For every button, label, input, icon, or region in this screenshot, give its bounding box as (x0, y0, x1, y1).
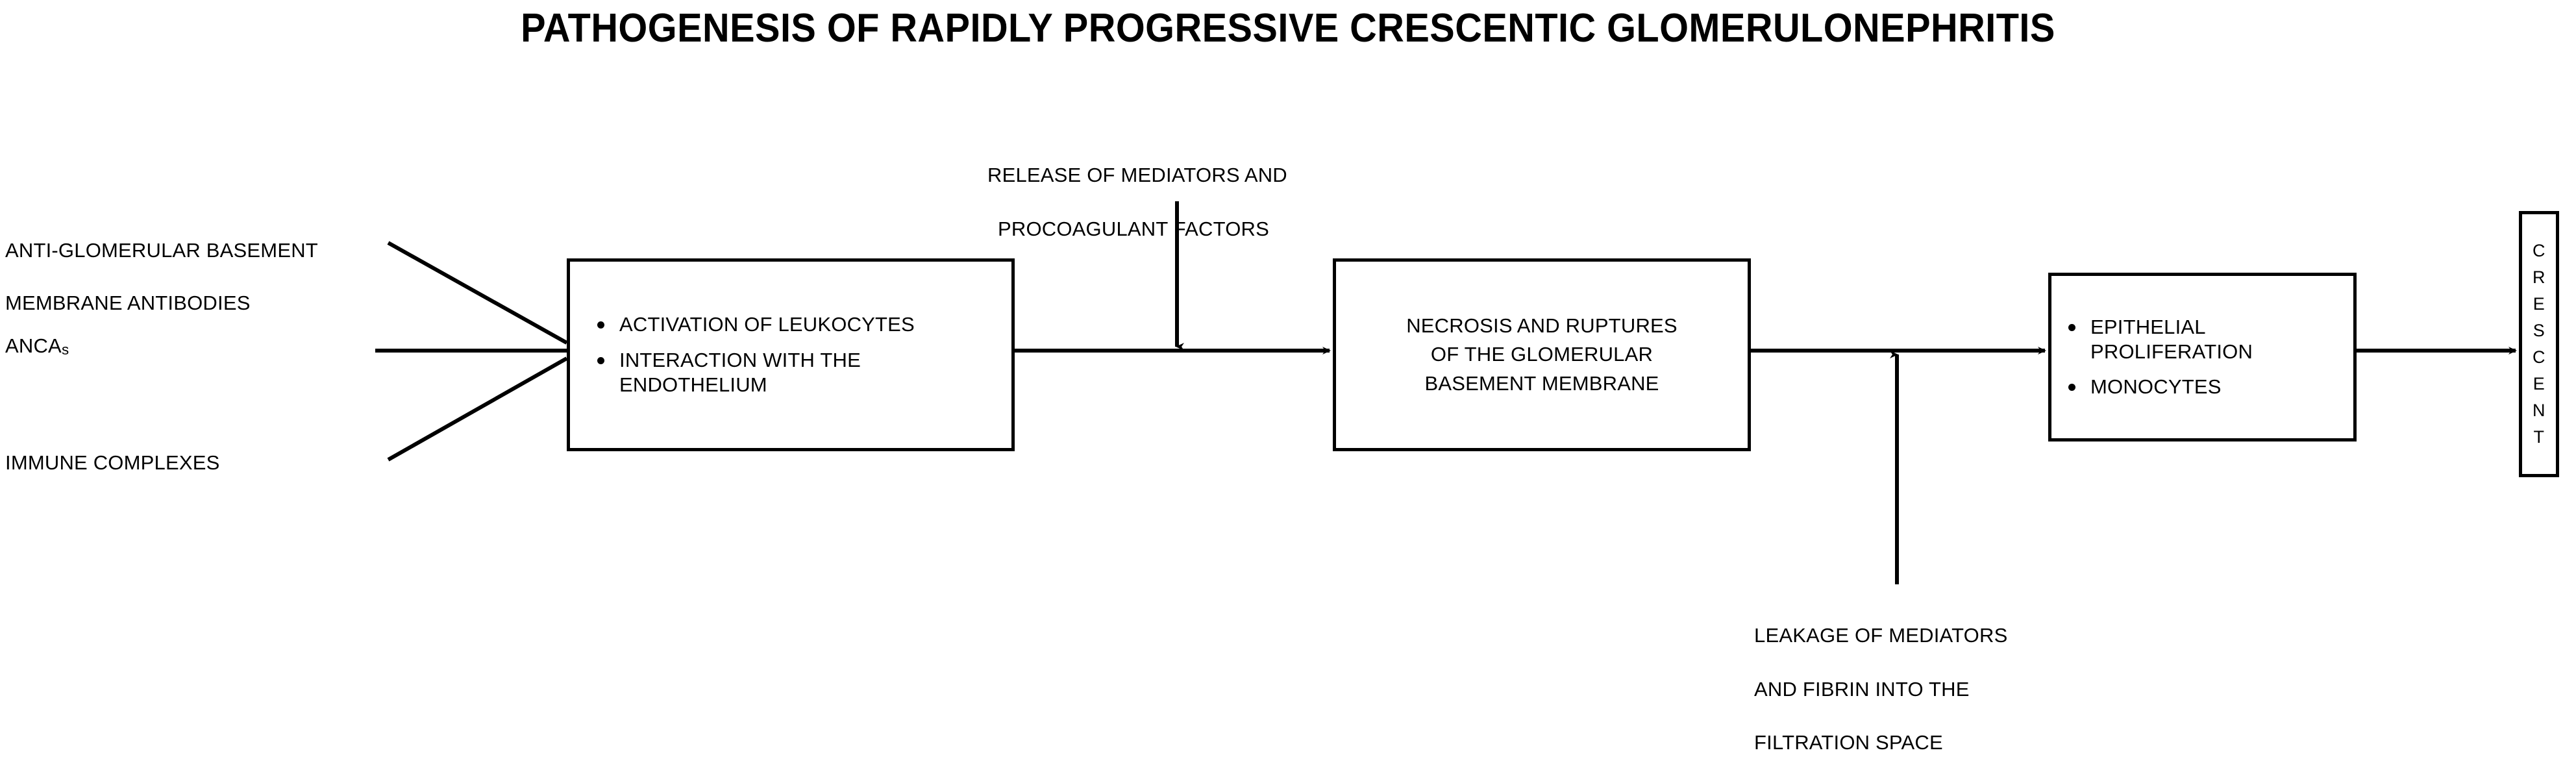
page-title: PATHOGENESIS OF RAPIDLY PROGRESSIVE CRES… (521, 6, 2055, 51)
connector-layer (375, 201, 2517, 584)
stage-necrosis-text: NECROSIS AND RUPTURES OF THE GLOMERULAR … (1406, 314, 1678, 395)
crescent-letter: T (2533, 427, 2545, 447)
stage-necrosis-box[interactable]: NECROSIS AND RUPTURES OF THE GLOMERULAR … (1333, 258, 1751, 451)
crescent-outcome-box[interactable]: C R E S C E N T (2519, 211, 2559, 477)
stage-activation-list: ACTIVATION OF LEUKOCYTES INTERACTION WIT… (570, 301, 1011, 408)
label-immune-complexes: IMMUNE COMPLEXES (5, 451, 220, 474)
annotation-leakage-of-mediators: LEAKAGE OF MEDIATORS AND FIBRIN INTO THE… (1754, 624, 2008, 754)
diagram-canvas: PATHOGENESIS OF RAPIDLY PROGRESSIVE CRES… (5, 6, 2559, 754)
crescent-letter: S (2533, 320, 2545, 340)
label-anti-gbm-antibodies: ANTI-GLOMERULAR BASEMENT MEMBRANE ANTIBO… (5, 239, 318, 314)
crescent-letter: E (2533, 374, 2545, 394)
crescent-letter: C (2533, 347, 2545, 367)
stage-proliferation-box[interactable]: EPITHELIAL PROLIFERATION MONOCYTES (2048, 273, 2357, 441)
connector-immune-complexes (387, 356, 568, 462)
list-item: MONOCYTES (2063, 375, 2353, 399)
annotation-release-of-mediators: RELEASE OF MEDIATORS AND PROCOAGULANT FA… (987, 164, 1287, 240)
list-item: EPITHELIAL PROLIFERATION (2063, 315, 2353, 364)
crescent-letter: E (2533, 293, 2545, 314)
label-ancas: ANCAs (5, 334, 69, 358)
stage-proliferation-list: EPITHELIAL PROLIFERATION MONOCYTES (2051, 304, 2353, 410)
list-item: ACTIVATION OF LEUKOCYTES (592, 312, 1011, 337)
crescent-letter: R (2533, 267, 2545, 287)
connector-anti-gbm (387, 241, 568, 345)
list-item: INTERACTION WITH THE ENDOTHELIUM (592, 348, 1011, 397)
stage-activation-box[interactable]: ACTIVATION OF LEUKOCYTES INTERACTION WIT… (567, 258, 1015, 451)
crescent-letter: C (2533, 240, 2545, 260)
crescent-letter: N (2533, 401, 2545, 421)
